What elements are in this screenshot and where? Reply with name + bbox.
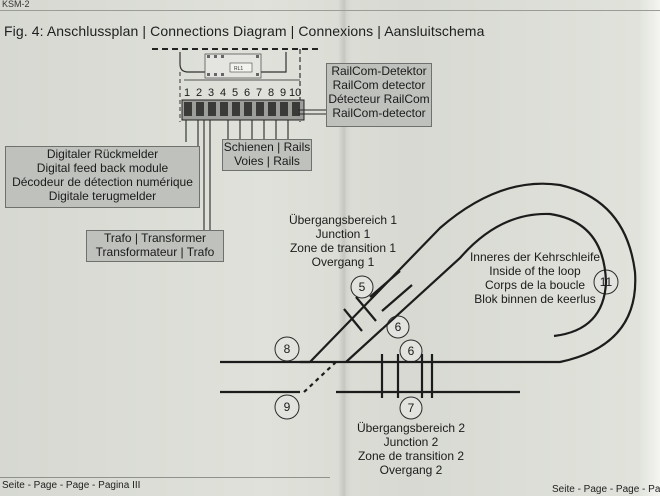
label-line: Übergangsbereich 1 <box>288 213 398 227</box>
footer-rule <box>0 477 330 478</box>
track-section-label: 7 <box>408 401 415 415</box>
terminal-number: 9 <box>280 87 286 99</box>
header-rule <box>0 10 660 11</box>
label-line: RailCom-Detektor <box>331 64 427 78</box>
junction-1-label: Übergangsbereich 1 Junction 1 Zone de tr… <box>278 213 408 269</box>
label-line: Junction 2 <box>383 435 439 449</box>
label-line: Inside of the loop <box>489 264 581 278</box>
terminal-number: 2 <box>196 87 202 99</box>
track-section-label: 8 <box>284 342 291 356</box>
label-line: Digital feed back module <box>36 161 169 175</box>
label-line: Inneres der Kehrschleife <box>469 250 601 264</box>
label-line: Digitale terugmelder <box>48 189 157 203</box>
label-line: Transformateur | Trafo <box>95 245 215 259</box>
label-line: RailCom-detector <box>332 106 426 120</box>
label-line: Zone de transition 1 <box>289 241 397 255</box>
terminal-number: 7 <box>256 87 262 99</box>
label-line: Détecteur RailCom <box>328 92 430 106</box>
terminal-number: 8 <box>268 87 274 99</box>
label-line: Trafo | Transformer <box>103 231 207 245</box>
terminal-number: 4 <box>220 87 226 99</box>
track-section-label: 9 <box>284 400 291 414</box>
label-line: Zone de transition 2 <box>357 449 465 463</box>
label-line: Voies | Rails <box>234 154 300 168</box>
label-line: Junction 1 <box>315 227 371 241</box>
track-section-label: 5 <box>359 280 366 294</box>
figure-title: Fig. 4: Anschlussplan | Connections Diag… <box>4 23 485 39</box>
loop-inside-label: Inneres der Kehrschleife Inside of the l… <box>462 250 608 306</box>
label-line: Overgang 2 <box>379 463 443 477</box>
reversing-loop <box>220 182 637 394</box>
label-line: Décodeur de détection numérique <box>12 175 193 189</box>
next-page-edge <box>640 0 660 496</box>
footer-page-right: Seite - Page - Page - Pa <box>552 484 660 495</box>
track-section-label: 6 <box>395 320 402 334</box>
label-line: Corps de la boucle <box>484 278 586 292</box>
chip-label: RL1 <box>234 66 243 72</box>
terminal-numbers: 1 2 3 4 5 6 7 8 9 10 <box>184 87 301 99</box>
label-line: Blok binnen de keerlus <box>474 292 596 306</box>
label-line: Digitaler Rückmelder <box>46 147 159 161</box>
chip-pins <box>207 55 259 76</box>
header-code: KSM-2 <box>2 0 30 9</box>
insulated-joints <box>343 270 434 398</box>
terminal-number: 10 <box>289 87 301 99</box>
label-line: Schienen | Rails <box>223 140 311 154</box>
feedback-module-box: Digitaler Rückmelder Digital feed back m… <box>5 146 200 208</box>
label-line: RailCom detector <box>332 78 426 92</box>
transformer-box: Trafo | Transformer Transformateur | Tra… <box>86 230 224 262</box>
rails-box: Schienen | Rails Voies | Rails <box>222 139 312 171</box>
terminal-block <box>181 99 305 121</box>
terminal-number: 3 <box>208 87 214 99</box>
junction-2-label: Übergangsbereich 2 Junction 2 Zone de tr… <box>346 421 476 477</box>
label-line: Übergangsbereich 2 <box>356 421 466 435</box>
terminal-number: 1 <box>184 87 190 99</box>
footer-page-left: Seite - Page - Page - Pagina III <box>2 480 141 491</box>
terminal-number: 5 <box>232 87 238 99</box>
track-section-label: 6 <box>408 344 415 358</box>
chip: RL1 <box>204 53 262 79</box>
terminal-number: 6 <box>244 87 250 99</box>
railcom-detector-box: RailCom-Detektor RailCom detector Détect… <box>326 63 432 127</box>
label-line: Overgang 1 <box>311 255 375 269</box>
